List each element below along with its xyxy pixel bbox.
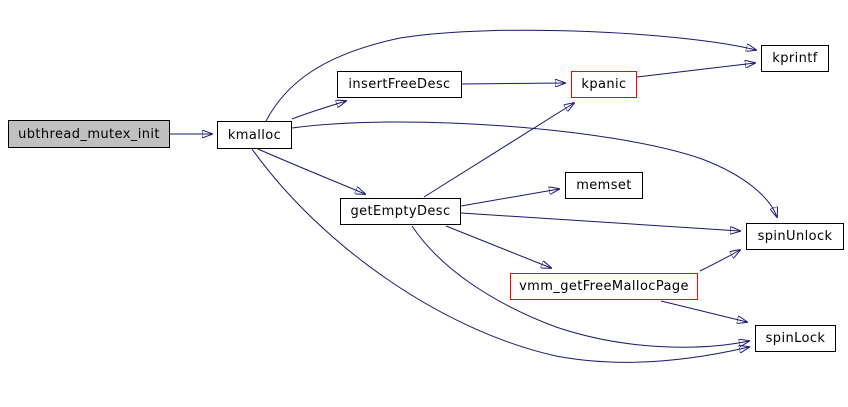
node-kmalloc[interactable]: kmalloc — [217, 121, 292, 149]
edge-getEmptyDesc-to-kpanic — [423, 103, 574, 198]
edge-getEmptyDesc-to-spinLock — [411, 225, 749, 348]
edge-kpanic-to-kprintf — [636, 63, 755, 78]
edge-kmalloc-to-insertFreeDesc — [291, 101, 346, 120]
edge-getEmptyDesc-to-spinUnlock — [460, 212, 740, 231]
node-vmm_getFreeMallocPage[interactable]: vmm_getFreeMallocPage — [510, 273, 698, 300]
edge-getEmptyDesc-to-vmm_getFreeMallocPage — [445, 225, 551, 268]
node-insertFreeDesc[interactable]: insertFreeDesc — [337, 71, 462, 98]
edge-insertFreeDesc-to-kpanic — [461, 83, 565, 84]
edge-kmalloc-to-spinUnlock — [291, 121, 777, 217]
edge-kmalloc-to-spinLock — [251, 148, 749, 363]
edge-kmalloc-to-kprintf — [265, 29, 756, 122]
node-spinUnlock[interactable]: spinUnlock — [746, 223, 844, 250]
edge-vmm_getFreeMallocPage-to-spinLock — [660, 300, 747, 322]
edge-kmalloc-to-getEmptyDesc — [257, 148, 365, 194]
node-kprintf[interactable]: kprintf — [761, 45, 829, 72]
edge-getEmptyDesc-to-memset — [460, 189, 559, 207]
node-spinLock[interactable]: spinLock — [755, 325, 836, 352]
node-getEmptyDesc[interactable]: getEmptyDesc — [340, 198, 461, 225]
node-ubthread_mutex_init: ubthread_mutex_init — [8, 120, 170, 148]
edge-vmm_getFreeMallocPage-to-spinUnlock — [699, 250, 740, 272]
node-memset[interactable]: memset — [565, 172, 643, 199]
node-kpanic[interactable]: kpanic — [571, 71, 637, 98]
